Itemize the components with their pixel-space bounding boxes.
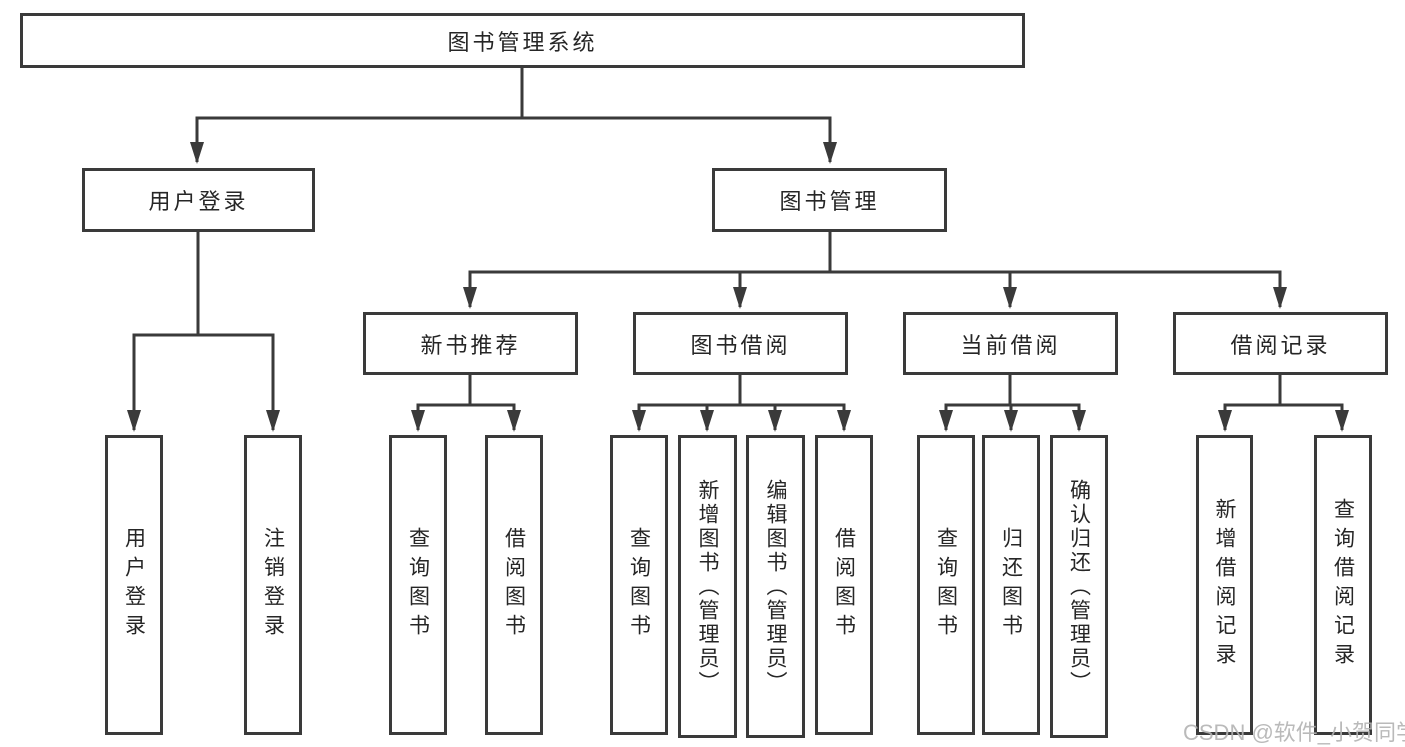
leaf-logout: 注销登录 bbox=[244, 435, 302, 735]
node-label: 编辑图书（管理员） bbox=[764, 478, 787, 695]
node-label: 注销登录 bbox=[261, 527, 285, 643]
leaf-borrow-books: 借阅图书 bbox=[815, 435, 873, 735]
node-label: 新书推荐 bbox=[420, 332, 521, 358]
node-user-login-branch: 用户登录 bbox=[82, 168, 315, 232]
node-label: 查询图书 bbox=[627, 527, 651, 643]
node-label: 查询借阅记录 bbox=[1331, 498, 1355, 672]
node-label: 借阅记录 bbox=[1230, 332, 1331, 358]
node-book-management-branch: 图书管理 bbox=[712, 168, 947, 232]
node-label: 借阅图书 bbox=[502, 527, 526, 643]
node-label: 借阅图书 bbox=[832, 527, 856, 643]
leaf-edit-book-admin: 编辑图书（管理员） bbox=[746, 435, 805, 738]
leaf-add-book-admin: 新增图书（管理员） bbox=[678, 435, 737, 738]
node-current-borrow: 当前借阅 bbox=[903, 312, 1118, 375]
node-label: 查询图书 bbox=[934, 527, 958, 643]
node-label: 图书管理 bbox=[779, 189, 880, 214]
node-label: 用户登录 bbox=[122, 527, 146, 643]
leaf-borrow-books-recommend: 借阅图书 bbox=[485, 435, 543, 735]
node-label: 新增借阅记录 bbox=[1213, 498, 1236, 672]
leaf-user-login: 用户登录 bbox=[105, 435, 163, 735]
node-new-book-recommend: 新书推荐 bbox=[363, 312, 578, 375]
node-label: 确认归还（管理员） bbox=[1067, 478, 1091, 695]
node-book-borrow: 图书借阅 bbox=[633, 312, 848, 375]
leaf-query-books-recommend: 查询图书 bbox=[389, 435, 447, 735]
watermark: CSDN @软件_小贺同学 bbox=[1183, 720, 1405, 745]
node-label: 图书借阅 bbox=[690, 332, 791, 358]
node-label: 查询图书 bbox=[406, 527, 430, 643]
node-library-management-system: 图书管理系统 bbox=[20, 13, 1025, 68]
leaf-query-books-current: 查询图书 bbox=[917, 435, 975, 735]
leaf-query-books-borrow: 查询图书 bbox=[610, 435, 668, 735]
node-label: 新增图书（管理员） bbox=[696, 478, 719, 695]
leaf-add-borrow-record: 新增借阅记录 bbox=[1196, 435, 1253, 735]
node-label: 当前借阅 bbox=[960, 332, 1061, 358]
leaf-return-book: 归还图书 bbox=[982, 435, 1040, 735]
leaf-query-borrow-record: 查询借阅记录 bbox=[1314, 435, 1372, 735]
node-label: 归还图书 bbox=[999, 527, 1023, 643]
leaf-confirm-return-admin: 确认归还（管理员） bbox=[1050, 435, 1108, 738]
node-label: 图书管理系统 bbox=[447, 29, 598, 55]
node-label: 用户登录 bbox=[148, 189, 249, 214]
node-borrow-records: 借阅记录 bbox=[1173, 312, 1388, 375]
